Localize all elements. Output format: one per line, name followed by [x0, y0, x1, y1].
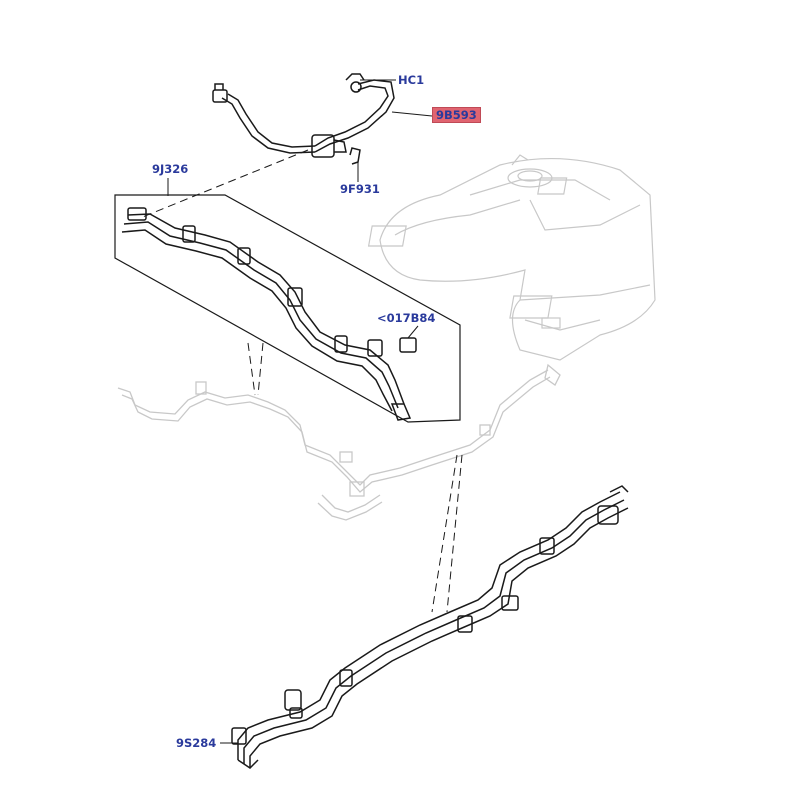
callout-9s284: 9S284 [176, 736, 217, 750]
callout-017b84: <017B84 [377, 311, 436, 325]
callout-9b593-highlighted[interactable]: 9B593 [432, 107, 481, 123]
detail-inset-frame [114, 194, 461, 423]
fuel-tank-ghost [367, 154, 656, 361]
callout-hc1: HC1 [398, 73, 425, 87]
inset-hose-assembly [121, 207, 417, 421]
callout-9f931: 9F931 [340, 182, 380, 196]
fuel-lines-ghost [117, 363, 561, 521]
upper-hose-assembly [212, 73, 395, 165]
callout-9j326: 9J326 [152, 162, 189, 176]
leader-lines [167, 79, 433, 744]
dashed-reference-lines [139, 149, 463, 613]
lower-fuel-line-assembly [231, 485, 629, 769]
